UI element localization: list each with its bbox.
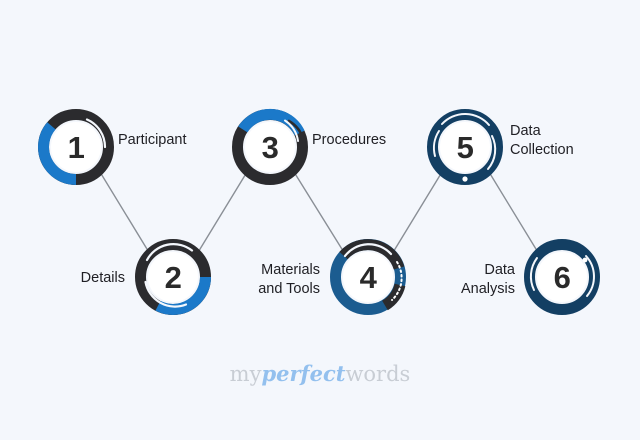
step-ring-4 [330,239,406,315]
connector-3-4 [293,171,346,255]
connector-4-5 [391,171,443,255]
connector-5-6 [488,171,540,255]
step-node-2[interactable]: 2 [134,238,212,316]
step-number-1: 1 [67,129,85,165]
step-label-3: Procedures [312,132,387,148]
step-ring-6 [524,239,600,315]
step-node-1[interactable]: 1 [37,108,115,186]
step-node-3[interactable]: 3 [231,108,309,186]
step-ring-2 [135,239,211,315]
step-number-2: 2 [164,259,182,295]
connector-2-3 [196,171,248,255]
brand-logo-my: my [229,362,262,386]
step-node-6[interactable]: 6 [523,238,601,316]
step-number-4: 4 [359,259,377,295]
step-label-4: Materials and Tools [258,262,320,298]
brand-logo-words: words [345,362,411,386]
step-number-5: 5 [456,129,474,165]
step-number-3: 3 [261,129,279,165]
step-label-2: Details [80,270,125,286]
connector-1-2 [99,171,151,255]
step-ring-1 [38,109,114,185]
step-ring-3 [232,108,308,185]
step-label-1: Participant [118,132,187,148]
step-label-5: Data Collection [510,123,574,159]
brand-logo: myperfectwords [0,361,640,387]
step-number-6: 6 [553,259,571,295]
step-label-6: Data Analysis [461,262,515,298]
brand-logo-perfect: perfect [261,361,346,386]
step-node-5[interactable]: 5 [426,108,504,186]
step-node-4[interactable]: 4 [329,238,407,316]
step-ring-5 [427,109,503,185]
